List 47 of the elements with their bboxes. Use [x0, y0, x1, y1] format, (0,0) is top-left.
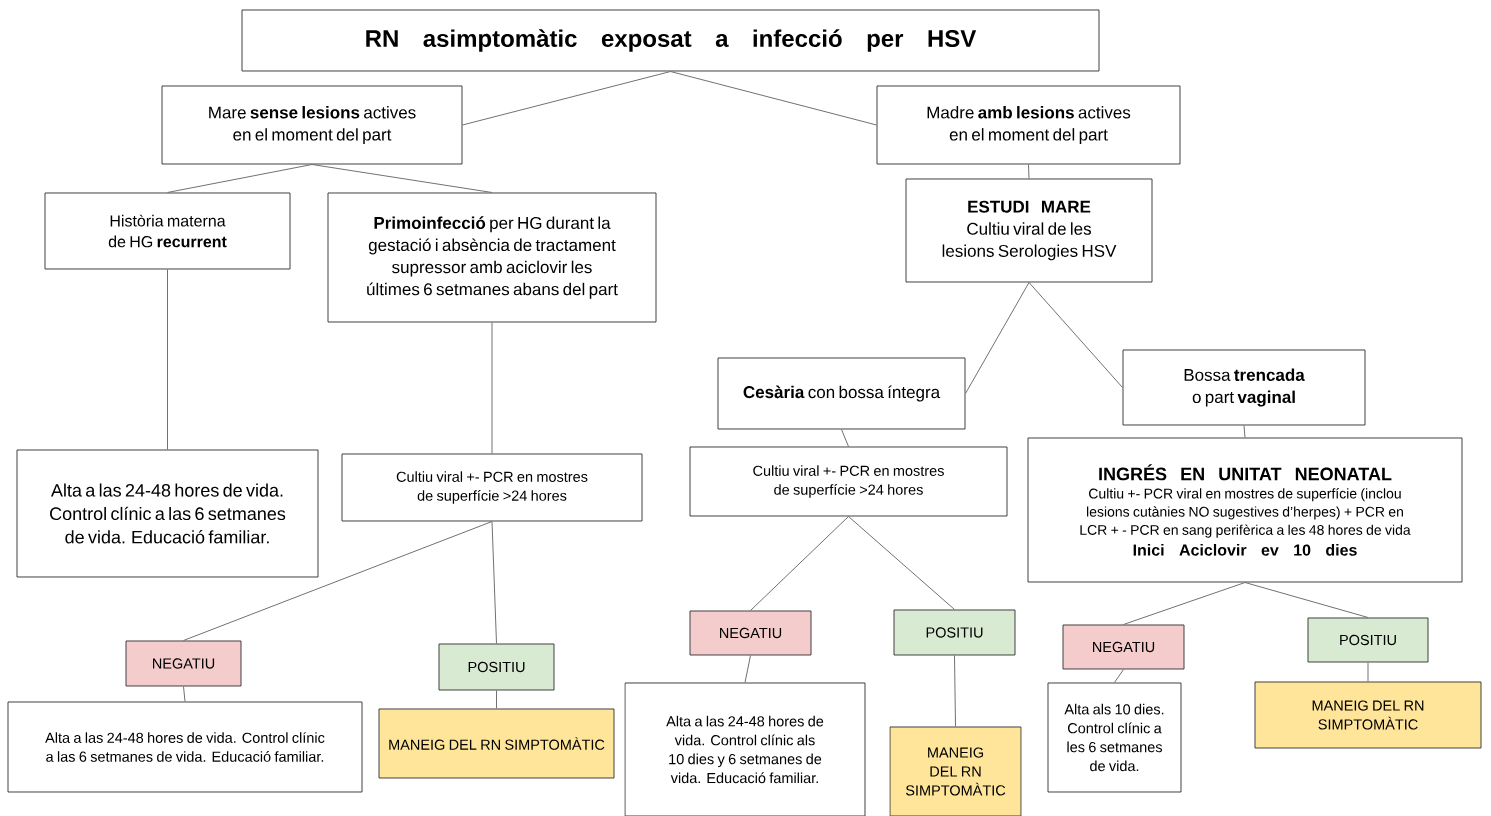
outcome-box: MANEIG DEL RN SIMPTOMÀTIC	[889, 726, 1022, 816]
connector-line	[1244, 582, 1369, 618]
connector-line	[848, 516, 955, 610]
outcome-box: Alta als 10 dies. Control clínic a les 6 setmanes de vida.	[1047, 682, 1182, 793]
connector-line	[1028, 164, 1030, 179]
process-box: ESTUDI MARE Cultiu viral de les lesions Serologies HSV	[905, 178, 1153, 283]
outcome-box: Alta a las 24-48 hores de vida. Control clínic als 10 dies y 6 setmanes de vida. Educació familiar.	[624, 682, 866, 816]
result-box: NEGATIU	[125, 640, 242, 687]
connector-line	[496, 690, 497, 709]
outcome-box: Alta a las 24-48 hores de vida. Control clínic a las 6 setmanes de vida. Educació familiar.	[7, 701, 363, 793]
connector-line	[1367, 662, 1369, 682]
condition-box: Bossa trencada o part vaginal	[1122, 349, 1366, 426]
result-box: POSITIU	[893, 609, 1016, 656]
outcome-box: MANEIG DEL RN SIMPTOMÀTIC	[1254, 681, 1482, 749]
result-box: NEGATIU	[1062, 624, 1185, 670]
connector-line	[491, 322, 493, 454]
connector-line	[1123, 582, 1246, 625]
condition-box: Primoinfecció per HG durant la gestació i absència de tractament supressor amb aciclovir les últimes 6 setmanes abans del part	[327, 192, 657, 323]
outcome-box: Alta a las 24-48 hores de vida. Control clínic a las 6 setmanes de vida. Educació familiar.	[16, 449, 319, 578]
connector-line	[750, 516, 849, 611]
connector-line	[491, 521, 497, 644]
connector-line	[670, 71, 877, 126]
connector-line	[965, 282, 1030, 394]
condition-box: Cesària con bossa íntegra	[717, 357, 966, 430]
connector-line	[1028, 282, 1123, 388]
result-box: POSITIU	[1307, 617, 1429, 663]
connector-line	[1243, 425, 1246, 438]
connector-line	[954, 655, 956, 727]
connector-line	[311, 164, 493, 193]
condition-box: Història materna de HG recurrent	[44, 192, 291, 270]
connector-line	[744, 655, 751, 683]
connector-line	[1114, 669, 1124, 683]
connector-line	[462, 71, 671, 126]
connector-line	[841, 429, 849, 447]
process-box: Cultiu viral +- PCR en mostres de superfície >24 hores	[341, 453, 643, 522]
result-box: POSITIU	[438, 643, 555, 691]
process-box: INGRÉS EN UNITAT NEONATAL Cultiu +- PCR viral en mostres de superfície (inclou lesions cutànies NO sugestives d’herpes) + PCR en LCR + - PCR en sang perifèrica a les 48 hores de vida Inici Aciclovir ev 10 dies	[1027, 437, 1463, 583]
outcome-box: MANEIG DEL RN SIMPTOMÀTIC	[378, 708, 615, 779]
process-box: Cultiu viral +- PCR en mostres de superfície >24 hores	[689, 446, 1008, 517]
condition-box: Madre amb lesions actives en el moment del part	[876, 85, 1181, 165]
result-box: NEGATIU	[689, 610, 812, 656]
connector-line	[183, 686, 186, 702]
condition-box: Mare sense lesions actives en el moment del part	[161, 85, 463, 165]
title-box: RN asimptomàtic exposat a infecció per HSV	[241, 9, 1100, 72]
connector-line	[183, 521, 493, 641]
connector-line	[167, 164, 313, 193]
connector-line	[167, 269, 168, 450]
